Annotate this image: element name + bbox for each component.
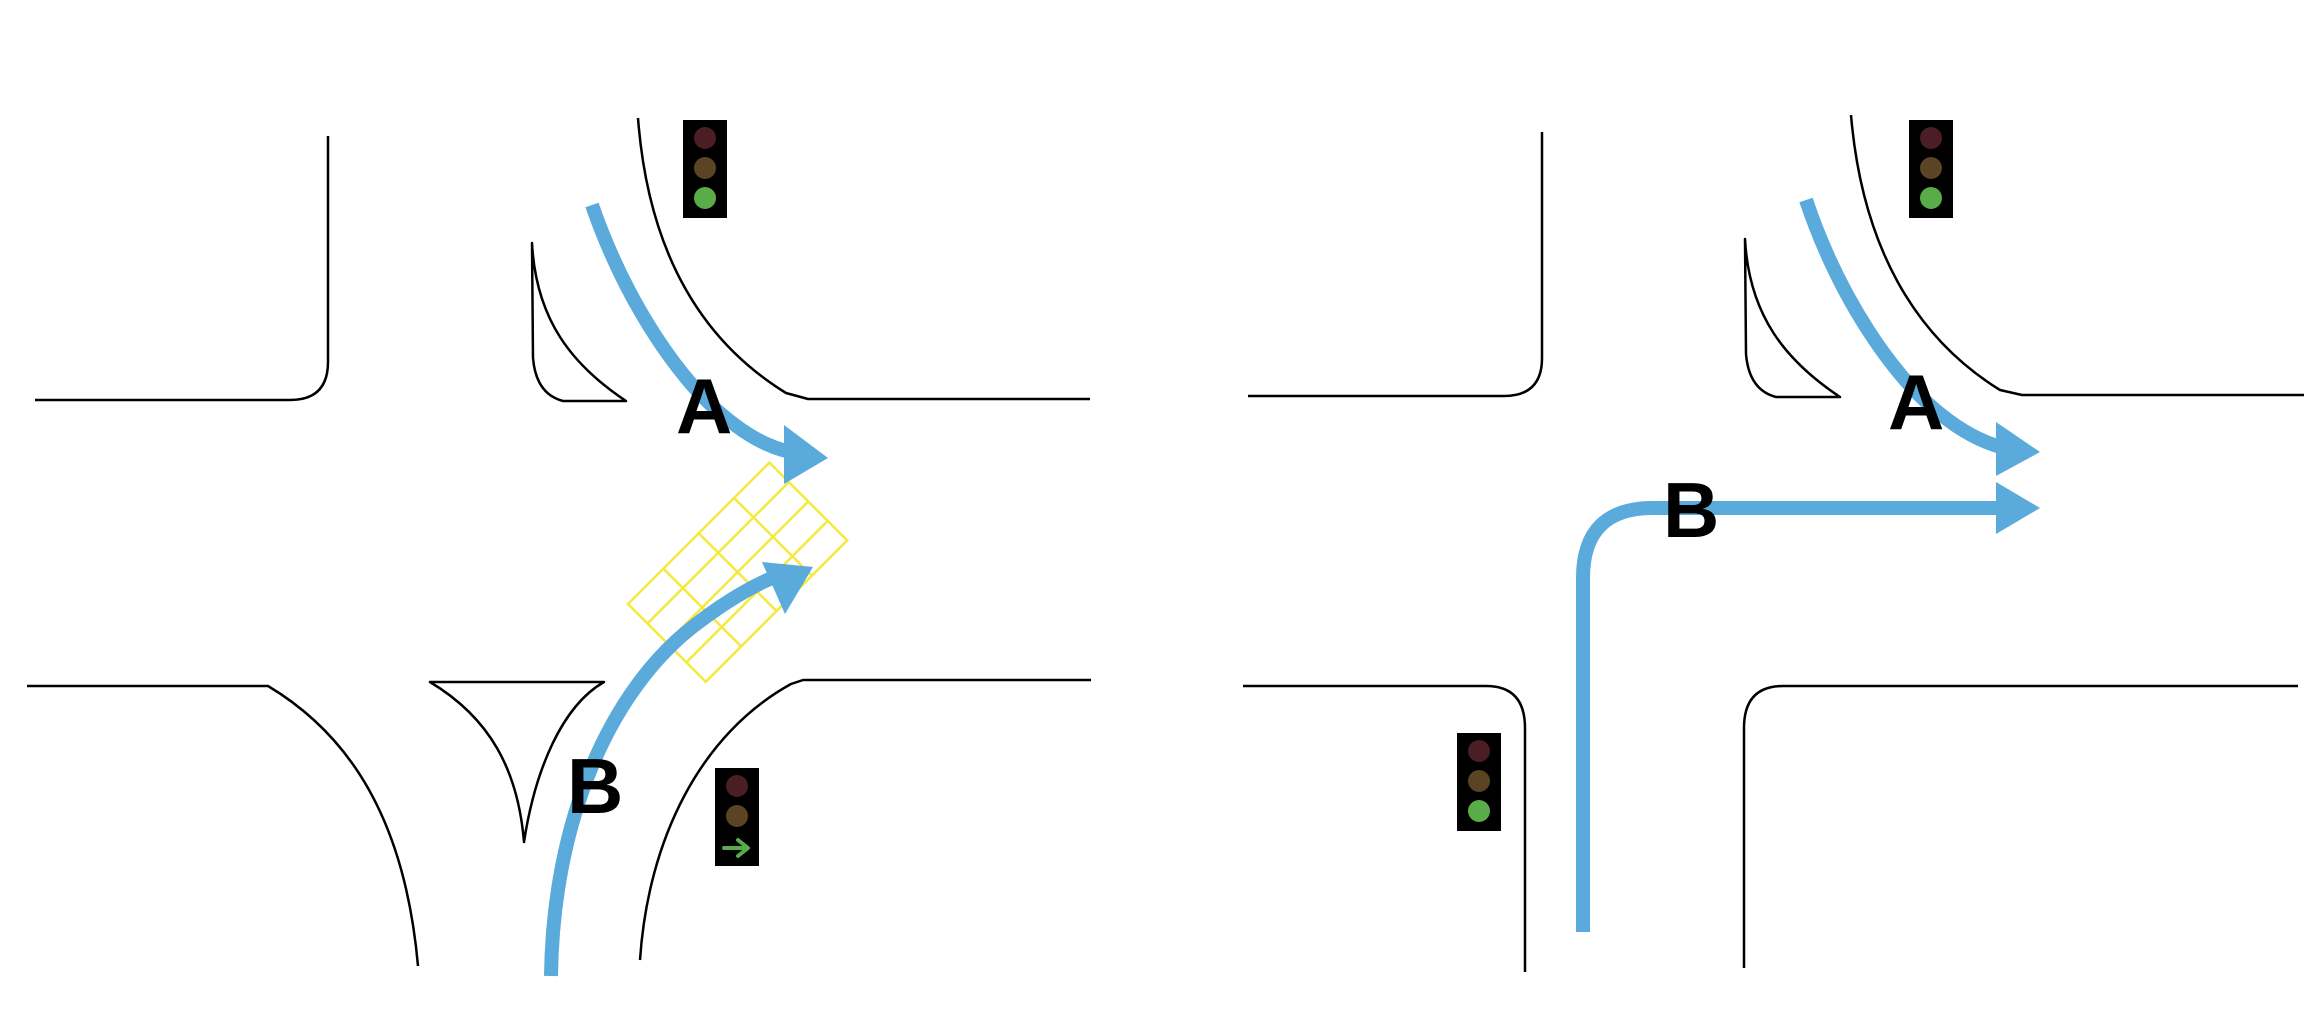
left-curb-top-left (35, 136, 330, 402)
signal-green-lamp (694, 187, 716, 209)
signal-green-lamp (1920, 187, 1942, 209)
signal-red-lamp (694, 127, 716, 149)
right-curb-bottom-left (1243, 684, 1527, 972)
signal-yellow-lamp (726, 805, 748, 827)
signal-red-lamp (726, 775, 748, 797)
left-route-b-arrowhead (762, 562, 813, 614)
left-intersection: A B (27, 117, 1091, 977)
right-island-top (1743, 237, 1842, 399)
signal-yellow-lamp (694, 157, 716, 179)
right-route-b-label: B (1663, 466, 1719, 554)
right-curb-bottom-right (1742, 684, 2298, 968)
left-curb-bottom-left (27, 684, 420, 967)
right-curb-top-right (1849, 114, 2304, 397)
left-route-a-path (585, 202, 802, 461)
right-route-b-arrowhead (1996, 482, 2040, 534)
left-route-b-path (544, 568, 783, 977)
left-route-b-label: B (567, 742, 623, 830)
right-route-b-arrow (1576, 482, 2040, 932)
right-route-a-path (1799, 197, 2014, 457)
signal-yellow-lamp (1468, 770, 1490, 792)
left-route-a-arrow (585, 202, 828, 484)
left-signal-top (683, 120, 727, 218)
left-island-top (530, 241, 628, 403)
signal-green-lamp (1468, 800, 1490, 822)
signal-red-lamp (1920, 127, 1942, 149)
right-intersection: A B (1243, 114, 2304, 972)
signal-red-lamp (1468, 740, 1490, 762)
left-route-a-label: A (676, 362, 732, 450)
right-route-a-arrowhead (1996, 422, 2040, 476)
right-signal-bottom (1457, 733, 1501, 831)
signal-yellow-lamp (1920, 157, 1942, 179)
zone-grid-line (666, 500, 810, 644)
left-route-a-arrowhead (784, 425, 828, 484)
right-route-b-path (1576, 501, 2004, 932)
right-route-a-label: A (1888, 358, 1944, 446)
left-island-bottom (428, 680, 606, 844)
zone-grid-line (646, 481, 790, 625)
left-curb-bottom-right (638, 678, 1091, 961)
right-signal-top (1909, 120, 1953, 218)
signal-green-arrow-icon (736, 838, 750, 858)
right-route-a-arrow (1799, 197, 2040, 476)
left-curb-top-right (636, 117, 1090, 401)
left-route-b-arrow (544, 562, 813, 977)
left-signal-bottom (715, 768, 759, 866)
right-curb-top-left (1248, 132, 1544, 398)
